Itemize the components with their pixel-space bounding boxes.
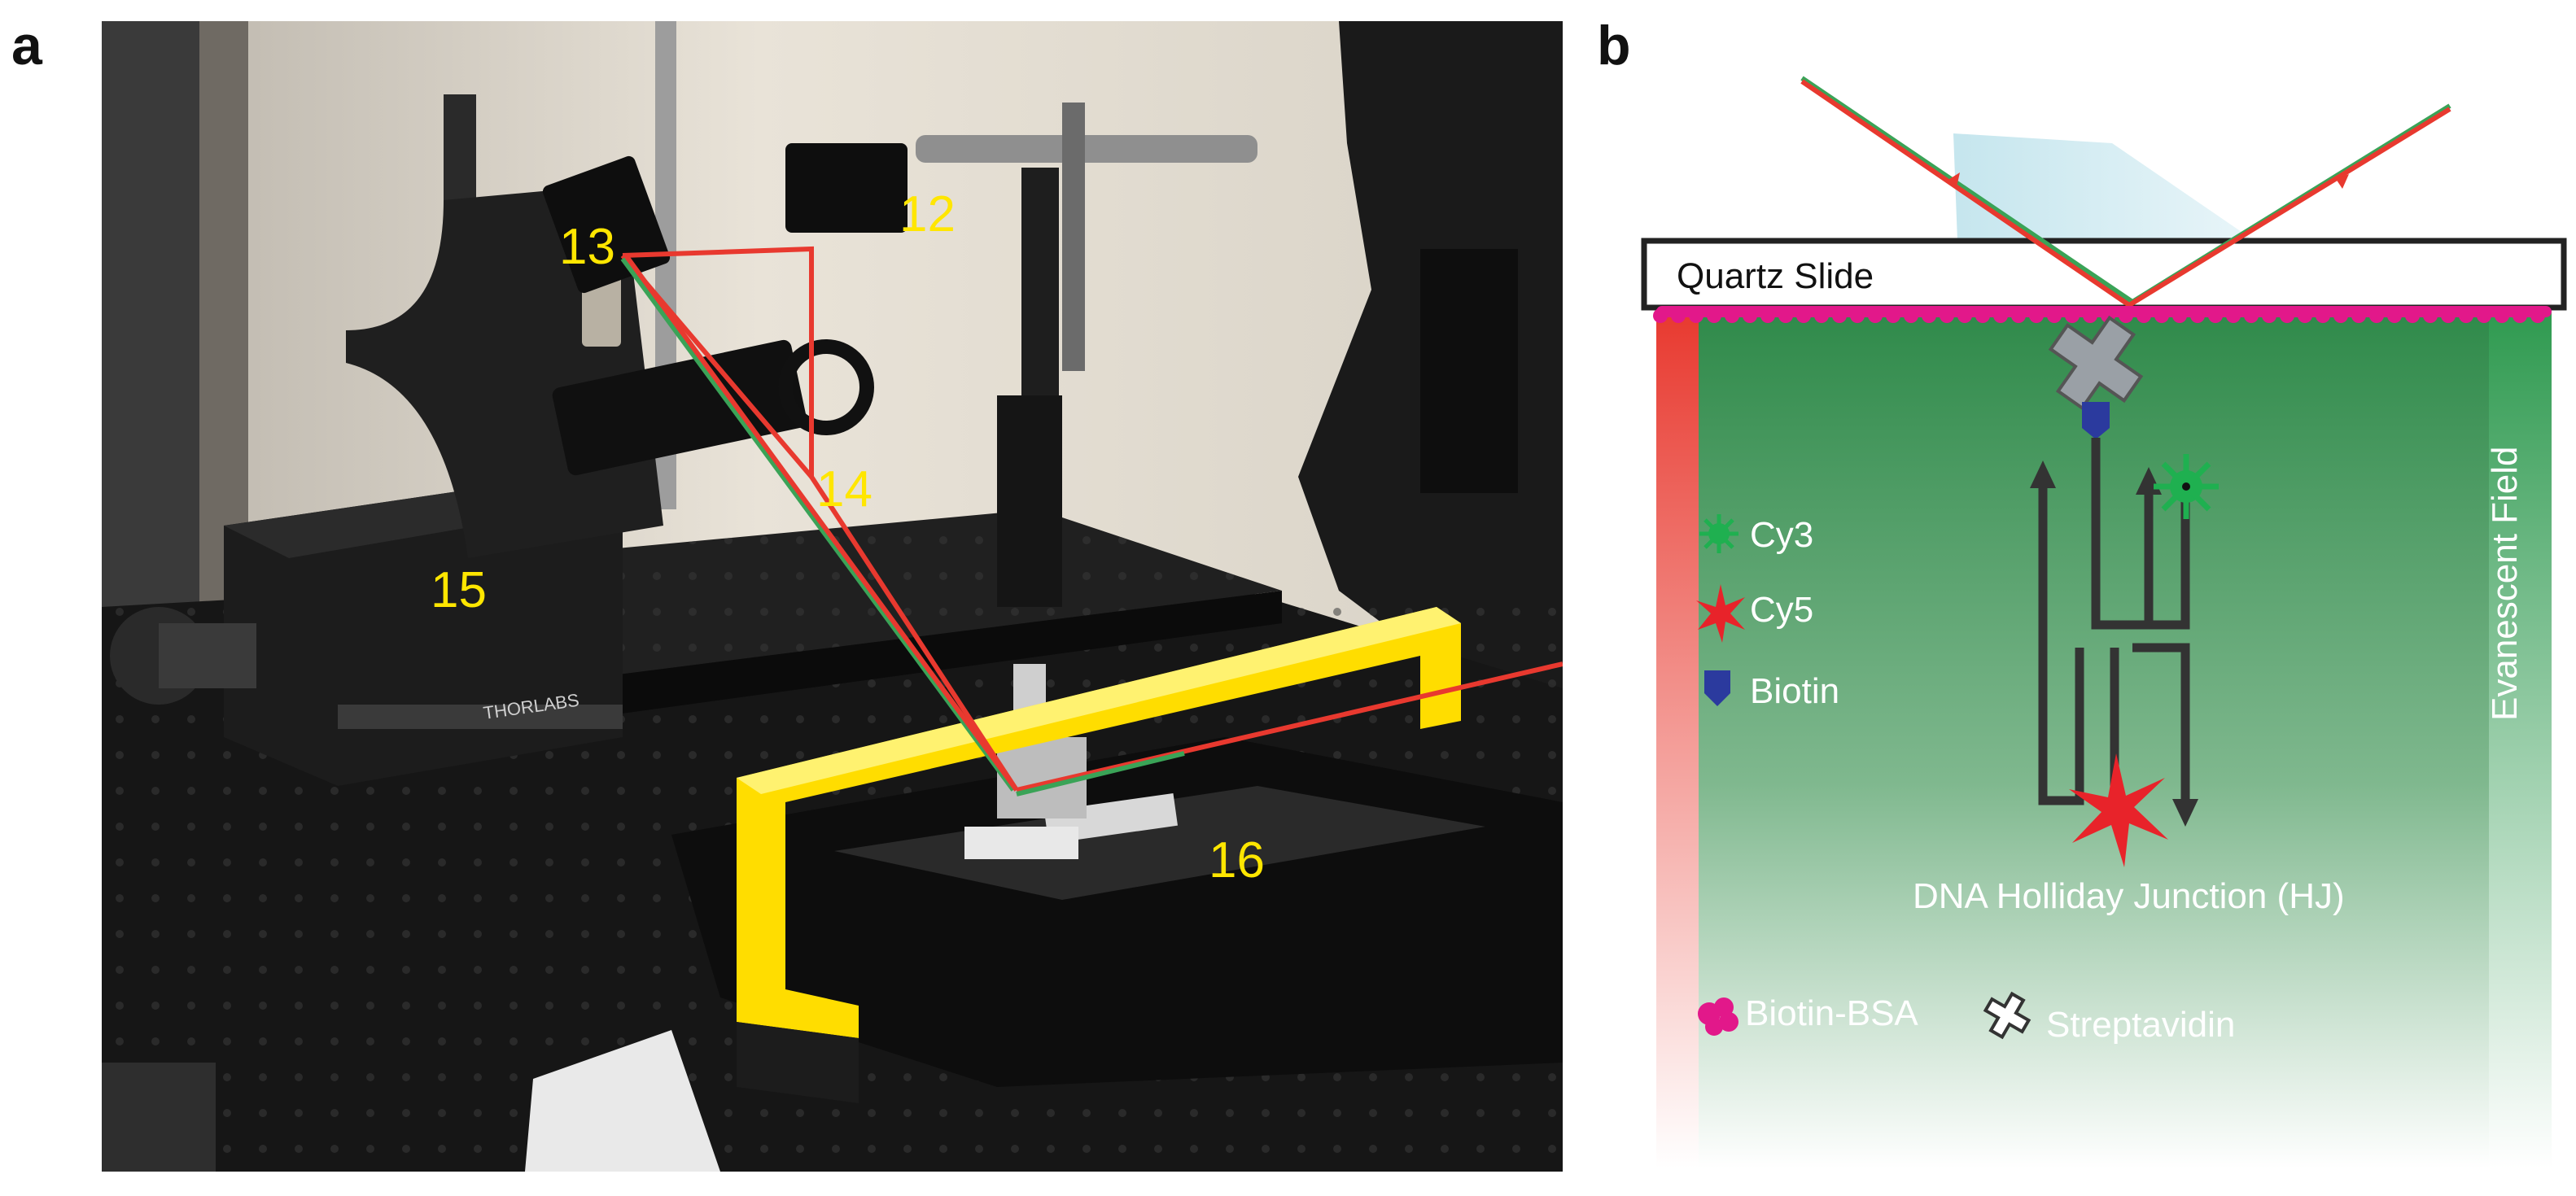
biotin-bsa-particle bbox=[2280, 308, 2294, 323]
biotin-bsa-particle bbox=[1653, 308, 1668, 323]
biotin-bsa-particle bbox=[2011, 308, 2026, 323]
laser-beams bbox=[1800, 76, 2451, 308]
biotin-bsa-particle bbox=[1993, 308, 2008, 323]
panel-letter-b: b bbox=[1597, 15, 1631, 76]
biotin-bsa-particle bbox=[1940, 308, 1954, 323]
legend-cy3-label: Cy3 bbox=[1750, 515, 1813, 555]
biotin-bsa-particle bbox=[2405, 308, 2420, 323]
biotin-bsa-particle bbox=[2154, 308, 2169, 323]
tirf-schematic: Quartz Slide bbox=[1641, 76, 2567, 1168]
biotin-bsa-particle bbox=[1814, 308, 1829, 323]
holliday-junction-label: DNA Holliday Junction (HJ) bbox=[1913, 876, 2345, 916]
biotin-bsa-particle bbox=[1778, 308, 1793, 323]
biotin-bsa-particle bbox=[2477, 308, 2491, 323]
biotin-bsa-particle bbox=[2083, 308, 2097, 323]
mirror-mount-12 bbox=[785, 143, 908, 233]
biotin-bsa-particle bbox=[1832, 308, 1847, 323]
biotin-bsa-particle bbox=[1868, 308, 1883, 323]
photo-label-12: 12 bbox=[899, 186, 956, 242]
legend-cy5-label: Cy5 bbox=[1750, 590, 1813, 630]
biotin-bsa-particle bbox=[2387, 308, 2402, 323]
biotin-bsa-particle bbox=[2190, 308, 2205, 323]
biotin-bsa-particle bbox=[1707, 308, 1721, 323]
cy3-excitation-edge bbox=[2489, 310, 2552, 1168]
biotin-bsa-particle bbox=[2459, 308, 2473, 323]
panel-letter-a: a bbox=[11, 15, 42, 76]
legend-biotin-bsa-icon bbox=[1698, 997, 1738, 1036]
prism-shape bbox=[1953, 133, 2255, 241]
biotin-bsa-particle bbox=[1886, 308, 1900, 323]
biotin-bsa-particle bbox=[1904, 308, 1918, 323]
biotin-bsa-particle bbox=[1796, 308, 1811, 323]
biotin-bsa-particle bbox=[2119, 308, 2133, 323]
biotin-bsa-particle bbox=[1975, 308, 1990, 323]
biotin-bsa-particle bbox=[1671, 308, 1686, 323]
cy5-dye-on-hj bbox=[2069, 753, 2168, 867]
cy5-excitation-edge bbox=[1656, 310, 1699, 1168]
biotin-bsa-particle bbox=[2065, 308, 2080, 323]
setup-photo: 12 13 14 15 16 THORLABS bbox=[102, 21, 1563, 1172]
biotin-bsa-particle bbox=[1743, 308, 1757, 323]
biotin-bsa-particle bbox=[1760, 308, 1775, 323]
beam-arrow-in bbox=[1947, 172, 1960, 187]
legend-biotin-icon bbox=[1704, 670, 1730, 706]
biotin-bsa-particle bbox=[2244, 308, 2259, 323]
evanescent-field-label: Evanescent Field bbox=[2485, 446, 2525, 721]
photo-label-15: 15 bbox=[431, 562, 487, 618]
biotin-bsa-particle bbox=[2047, 308, 2062, 323]
holliday-junction bbox=[2038, 438, 2190, 805]
biotin-bsa-particle bbox=[2136, 308, 2151, 323]
biotin-bsa-particle bbox=[2513, 308, 2527, 323]
biotin-bsa-particle bbox=[2172, 308, 2187, 323]
biotin-bsa-particle bbox=[2226, 308, 2241, 323]
quartz-slide-label: Quartz Slide bbox=[1677, 256, 1874, 296]
mirror-mount-13 bbox=[542, 155, 671, 294]
biotin-bsa-particle bbox=[2262, 308, 2276, 323]
legend-streptavidin-label: Streptavidin bbox=[2046, 1005, 2235, 1045]
biotin-bsa-particle bbox=[2298, 308, 2312, 323]
legend-biotin-bsa-label: Biotin-BSA bbox=[1745, 993, 1918, 1033]
legend-streptavidin-icon bbox=[1983, 991, 2031, 1040]
biotin-bsa-particle bbox=[2369, 308, 2384, 323]
beam-arrow-out bbox=[2336, 174, 2349, 189]
legend-cy5-icon bbox=[1696, 584, 1745, 643]
evanescent-field-region bbox=[1656, 310, 2552, 1168]
biotin-bsa-particle bbox=[2423, 308, 2438, 323]
lens-tube bbox=[552, 339, 807, 476]
biotin-bsa-particle bbox=[1725, 308, 1739, 323]
biotin-bsa-particle bbox=[1922, 308, 1936, 323]
photo-label-13: 13 bbox=[559, 219, 615, 275]
biotin-bsa-particle bbox=[2208, 308, 2223, 323]
biotin-bsa-particle bbox=[2316, 308, 2330, 323]
biotin-bsa-particle bbox=[2029, 308, 2044, 323]
biotin-bsa-particle bbox=[1850, 308, 1865, 323]
legend-biotin-label: Biotin bbox=[1750, 671, 1839, 711]
legend-cy3-icon bbox=[1699, 514, 1738, 553]
biotin-anchor bbox=[2082, 402, 2110, 439]
biotin-bsa-particle bbox=[2530, 308, 2545, 323]
photo-label-14: 14 bbox=[816, 461, 873, 517]
laser-beam-path bbox=[620, 246, 1563, 797]
biotin-bsa-particle bbox=[2351, 308, 2366, 323]
biotin-bsa-particle bbox=[1957, 308, 1972, 323]
biotin-bsa-particle bbox=[2333, 308, 2348, 323]
biotin-bsa-particles bbox=[1653, 308, 2545, 323]
photo-label-16: 16 bbox=[1209, 832, 1265, 888]
cy3-dye-on-hj bbox=[2154, 454, 2219, 519]
biotin-bsa-particle bbox=[1689, 308, 1703, 323]
biotin-bsa-particle bbox=[2495, 308, 2509, 323]
biotin-bsa-particle bbox=[2441, 308, 2456, 323]
legend: Cy3 Cy5 Biotin Biotin-BSA Streptavidin bbox=[1696, 514, 2235, 1045]
